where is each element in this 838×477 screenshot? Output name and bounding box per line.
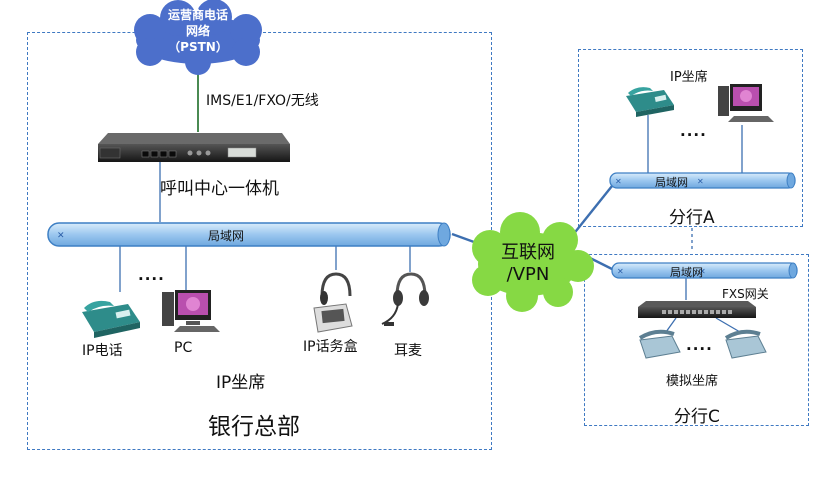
hq-ellipsis: ....	[138, 266, 165, 284]
branch-c-ellipsis: ....	[686, 336, 713, 354]
pstn-cloud-label: 运营商电话 网络 （PSTN）	[160, 7, 236, 55]
pstn-label-line3: （PSTN）	[168, 40, 228, 54]
internet-label-line2: /VPN	[506, 264, 550, 285]
pc-icon	[162, 290, 220, 332]
svg-text:✕: ✕	[57, 231, 65, 241]
branch-a-ellipsis: ....	[680, 122, 707, 140]
branch-c-region	[584, 254, 809, 426]
call-center-appliance-icon	[98, 133, 290, 162]
headset-label: 耳麦	[394, 343, 422, 359]
ip-call-box-icon	[313, 272, 353, 333]
hq-lan-pipe: ✕	[47, 222, 451, 247]
fxs-gateway-icon	[638, 301, 756, 318]
branch-a-seats-label: IP坐席	[670, 70, 708, 85]
hq-title: 银行总部	[208, 414, 300, 440]
branch-a-pc-icon	[718, 84, 774, 122]
branch-a-title: 分行A	[669, 208, 715, 228]
ip-phone-label: IP电话	[82, 343, 123, 359]
analog-phone-icon	[724, 329, 767, 359]
appliance-label: 呼叫中心一体机	[160, 179, 279, 199]
branch-a-ip-phone-icon	[626, 87, 674, 117]
branch-a-lan-pipe: ✕ ✕	[609, 172, 796, 189]
fxs-gateway-label: FXS网关	[722, 287, 769, 301]
branch-c-lan-pipe: ✕ ✕	[611, 262, 798, 279]
analog-seats-label: 模拟坐席	[666, 374, 719, 389]
headset-icon	[381, 272, 429, 326]
pstn-label-line2: 网络	[185, 24, 210, 38]
svg-text:✕: ✕	[699, 267, 706, 276]
branch-a-region	[578, 49, 803, 227]
branch-c-lan-label: 局域网	[670, 266, 703, 279]
internet-cloud	[472, 212, 594, 312]
internet-label: 互联网 /VPN	[498, 242, 558, 286]
analog-phone-icon	[638, 329, 681, 359]
svg-text:✕: ✕	[697, 177, 704, 186]
svg-text:✕: ✕	[615, 177, 622, 186]
ip-call-box-label: IP话务盒	[303, 339, 358, 355]
internet-label-line1: 互联网	[501, 242, 555, 263]
pc-label: PC	[174, 340, 193, 356]
connection-lines	[119, 68, 743, 333]
pstn-cloud	[134, 0, 262, 75]
branch-a-lan-label: 局域网	[655, 176, 688, 189]
pstn-label-line1: 运营商电话	[167, 8, 228, 22]
svg-text:✕: ✕	[617, 267, 624, 276]
ip-phone-icon	[82, 300, 140, 338]
hq-seats-label: IP坐席	[216, 373, 266, 393]
hq-lan-label: 局域网	[208, 229, 245, 243]
trunk-label: IMS/E1/FXO/无线	[206, 93, 319, 109]
branch-c-title: 分行C	[674, 407, 720, 427]
